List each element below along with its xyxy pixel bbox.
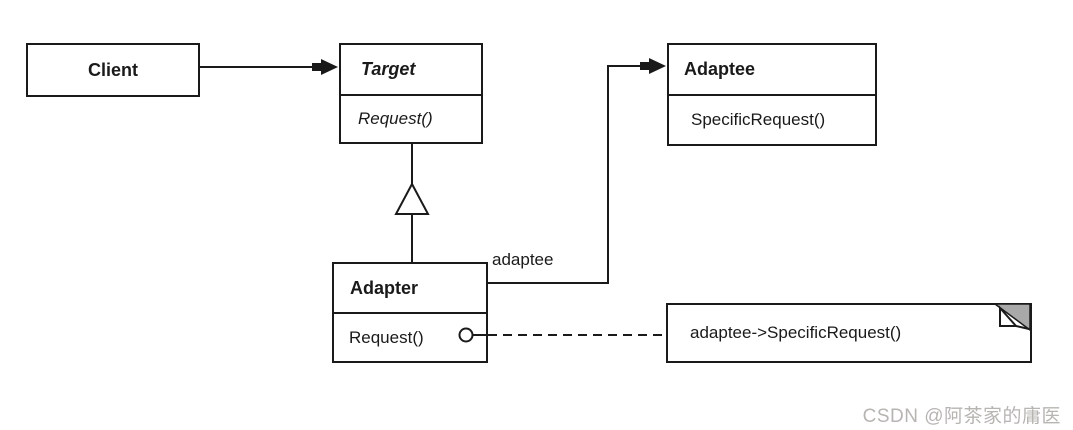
class-box-adaptee: Adaptee SpecificRequest()	[667, 43, 877, 146]
class-name: Adapter	[334, 264, 486, 314]
note-text: adaptee->SpecificRequest()	[690, 323, 902, 342]
class-method: SpecificRequest()	[691, 110, 826, 129]
class-method: Request()	[349, 327, 424, 347]
implementation-note: adaptee->SpecificRequest()	[666, 303, 1032, 363]
filled-arrowhead-icon	[312, 59, 338, 75]
class-box-adapter: Adapter Request()	[332, 262, 488, 363]
association-role-label: adaptee	[492, 250, 554, 269]
inheritance-triangle-icon	[394, 181, 430, 215]
class-box-target: Target Request()	[339, 43, 483, 144]
class-name: Adaptee	[669, 45, 875, 96]
class-name: Target	[341, 45, 481, 96]
class-method: Request()	[358, 109, 433, 128]
csdn-watermark: CSDN @阿茶家的庸医	[862, 406, 1061, 427]
class-name: Client	[87, 59, 138, 80]
class-box-client: Client	[26, 43, 200, 97]
filled-arrowhead-icon	[640, 58, 666, 74]
